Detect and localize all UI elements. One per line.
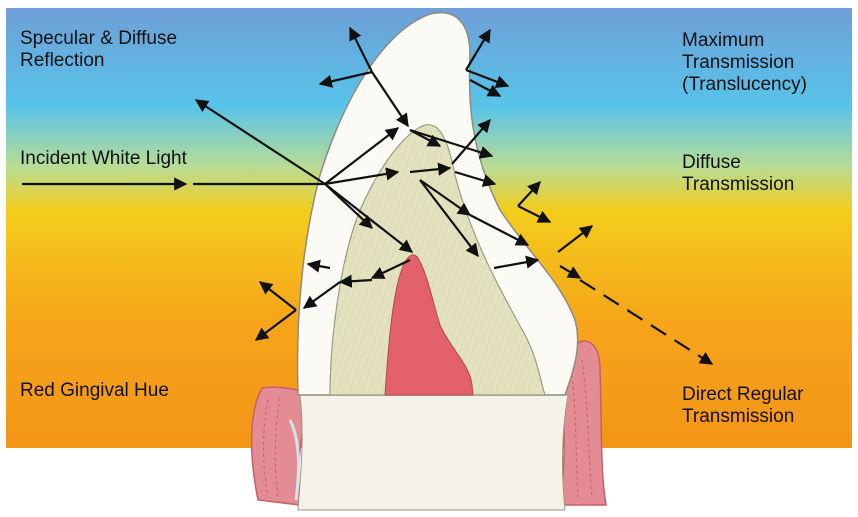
label-red-gingival-hue: Red Gingival Hue	[20, 380, 169, 402]
label-diffuse-transmission: Diffuse Transmission	[682, 152, 794, 196]
label-maximum-line-3: (Translucency)	[682, 74, 807, 96]
label-gingival-line: Red Gingival Hue	[20, 380, 169, 402]
label-incident-white-light: Incident White Light	[20, 148, 187, 170]
label-diffuse-line-2: Transmission	[682, 174, 794, 196]
label-incident-line: Incident White Light	[20, 148, 187, 170]
label-specular-line-1: Specular & Diffuse	[20, 28, 177, 50]
label-maximum-line-1: Maximum	[682, 30, 807, 52]
label-maximum-transmission: Maximum Transmission (Translucency)	[682, 30, 807, 96]
label-specular-line-2: Reflection	[20, 50, 177, 72]
label-diffuse-line-1: Diffuse	[682, 152, 794, 174]
label-specular-diffuse-reflection: Specular & Diffuse Reflection	[20, 28, 177, 72]
label-maximum-line-2: Transmission	[682, 52, 807, 74]
label-direct-line-1: Direct Regular	[682, 384, 803, 406]
label-direct-line-2: Transmission	[682, 406, 803, 428]
tooth-root	[298, 395, 568, 510]
label-direct-regular-transmission: Direct Regular Transmission	[682, 384, 803, 428]
